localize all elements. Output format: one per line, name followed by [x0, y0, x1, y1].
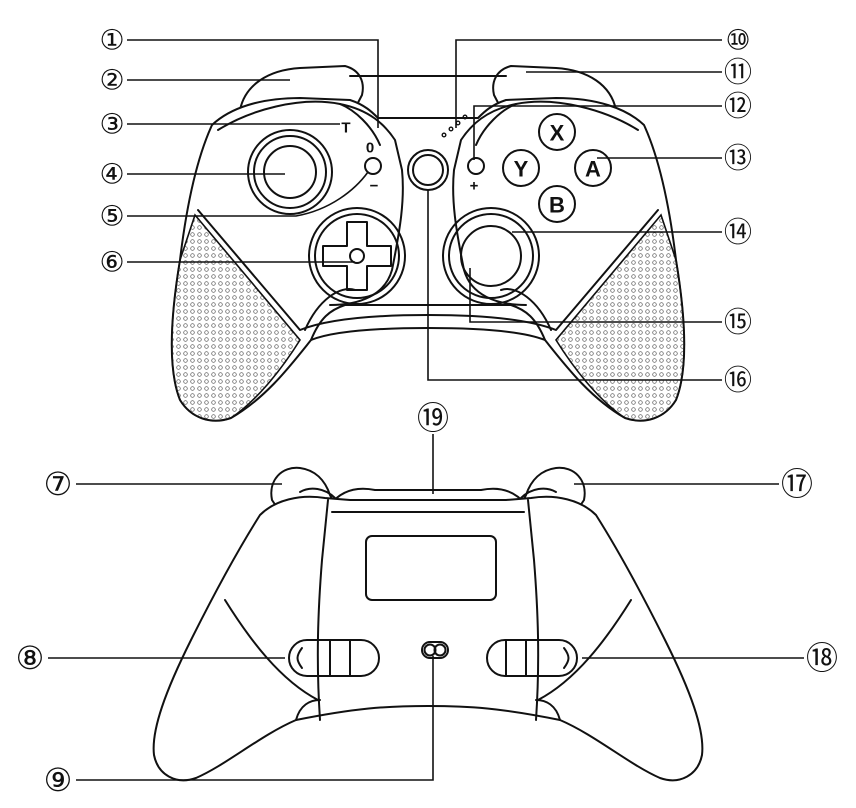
callout-13: ⑬: [724, 143, 752, 174]
callout-1: ①: [99, 25, 124, 56]
minus-label: −: [370, 178, 379, 195]
minus-button: [364, 157, 382, 175]
callout-3: ③: [99, 109, 124, 140]
button-a-label: A: [585, 157, 601, 182]
callout-numbers: ① ② ③ ④ ⑤ ⑥ ⑦ ⑧ ⑨ ⑩ ⑪ ⑫ ⑬ ⑭ ⑮ ⑯ ⑰ ⑱ ⑲: [16, 25, 838, 799]
plus-button: [467, 157, 485, 175]
callout-7: ⑦: [44, 466, 73, 502]
callout-4: ④: [99, 159, 124, 190]
battery-cover: [365, 535, 497, 601]
callout-2: ②: [99, 65, 124, 96]
back-switch: [421, 641, 449, 659]
callout-15: ⑮: [724, 307, 752, 338]
callout-17: ⑰: [781, 466, 813, 502]
callout-6: ⑥: [99, 247, 124, 278]
callout-10: ⑩: [725, 25, 750, 56]
zero-label: 0: [366, 140, 374, 157]
callout-14: ⑭: [724, 217, 752, 248]
callout-5: ⑤: [99, 201, 124, 232]
button-x-label: X: [550, 121, 565, 146]
controller-back-view: [152, 466, 704, 782]
button-b-label: B: [549, 193, 565, 218]
turbo-label: T: [341, 120, 350, 137]
callout-11: ⑪: [724, 57, 752, 88]
plus-label: +: [470, 178, 479, 195]
callout-16: ⑯: [724, 365, 752, 396]
callout-18: ⑱: [806, 640, 838, 676]
button-y-label: Y: [514, 157, 529, 182]
callout-12: ⑫: [724, 91, 752, 122]
callout-19: ⑲: [417, 400, 449, 436]
leader-lines: [48, 39, 804, 781]
right-back-paddle: [486, 639, 578, 677]
face-buttons: X Y A B: [502, 113, 612, 223]
right-analog-stick: [442, 207, 540, 305]
left-analog-stick: [247, 129, 333, 215]
dpad: [308, 207, 406, 305]
callout-9: ⑨: [44, 762, 73, 798]
left-back-paddle: [288, 639, 380, 677]
left-grip-texture: [170, 213, 301, 422]
back-body: [152, 495, 704, 782]
callout-8: ⑧: [16, 640, 45, 676]
